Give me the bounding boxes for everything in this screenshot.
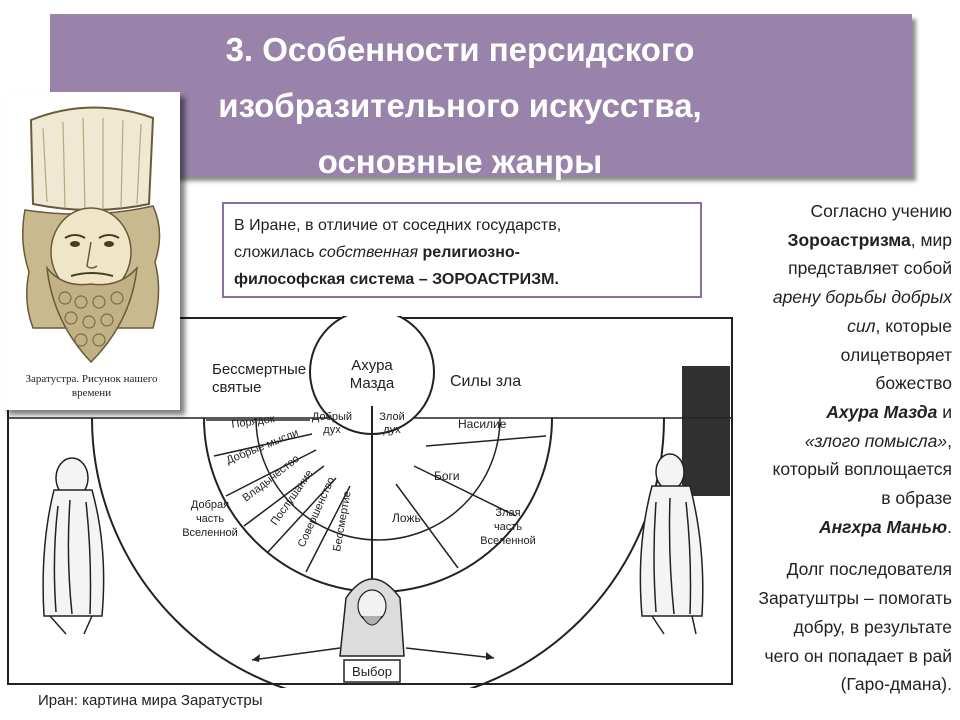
evil-spirit-label-1: Злой [379, 411, 404, 423]
desc-line-2: Зороастризма, мир [700, 226, 953, 255]
right-robed-figure [639, 453, 704, 635]
evil-spirit-label-2: дух [383, 424, 401, 436]
portrait-caption-line-2: времени [71, 387, 112, 399]
desc-comma: , [947, 430, 952, 451]
desc-line-11: в образе [881, 488, 952, 509]
good-spirit-label-2: дух [323, 424, 341, 436]
desc-line-3: представляет собой [788, 258, 952, 279]
desc-forces: сил [847, 315, 876, 336]
zoroastrianism-description: Согласно учению Зороастризма, мир предст… [700, 197, 952, 699]
intro-text-own: собственная [318, 244, 419, 261]
choice-figure [339, 578, 405, 657]
world-picture-diagram: Ахура Мазда Бессмертные святые Силы зла … [7, 316, 733, 688]
desc-ahura-mazda: Ахура Мазда [826, 401, 938, 422]
desc-period: . [947, 516, 952, 537]
desc-line-15: добру, в результате [793, 616, 952, 637]
portrait-caption-line-1: Заратустра. Рисунок нашего [25, 373, 158, 385]
sector-lie: Ложь [392, 511, 421, 525]
portrait-caption: Заратустра. Рисунок нашего времени [9, 372, 174, 400]
choice-arrowhead-left [252, 654, 260, 662]
sector-immortality: Бессмертие [331, 490, 353, 552]
evil-part-label-2: часть [494, 521, 522, 533]
desc-line-14: Заратуштры – помогать [758, 588, 952, 609]
choice-arrowhead-right [486, 652, 494, 660]
good-spirit-label-1: Добрый [312, 411, 352, 423]
choice-arrow-right [405, 647, 495, 659]
desc-evil-thought: «злого помысла» [804, 430, 948, 451]
title-line-2: изобразительного искусства, [218, 87, 702, 124]
desc-line-12: Ангхра Манью. [700, 513, 952, 542]
sector-gods: Боги [434, 469, 460, 483]
desc-and: и [937, 401, 952, 422]
desc-line-5: сил, которые [700, 312, 952, 341]
center-label-2: Мазда [350, 375, 395, 392]
intro-text-plain: сложилась [234, 244, 319, 261]
desc-line-6: олицетворяет [840, 344, 952, 365]
evil-part-label-3: Вселенной [480, 535, 536, 547]
title-line-3: основные жанры [317, 143, 603, 180]
sector-violence: Насилие [458, 417, 507, 431]
title-line-1: 3. Особенности персидского [225, 31, 695, 68]
desc-line-13: Долг последователя [786, 559, 952, 580]
desc-line-1: Согласно учению [810, 201, 953, 221]
immortal-label-2: святые [212, 379, 261, 396]
intro-box: В Иране, в отличие от соседних государст… [222, 202, 702, 298]
desc-zoroastrianism: Зороастризма [787, 229, 911, 250]
good-part-label-3: Вселенной [182, 527, 238, 539]
intro-line-3: философская система – ЗОРОАСТРИЗМ. [234, 271, 559, 288]
diagram-caption: Иран: картина мира Заратустры [38, 692, 263, 709]
desc-world: , мир [910, 229, 952, 250]
zarathustra-portrait: Заратустра. Рисунок нашего времени [3, 92, 180, 410]
slide-title: 3. Особенности персидского изобразительн… [60, 22, 860, 190]
evil-forces-label: Силы зла [450, 373, 521, 390]
desc-line-9: «злого помысла», [700, 427, 952, 456]
intro-line-1: В Иране, в отличие от соседних государст… [234, 217, 562, 234]
evil-part-label-1: Злая [495, 507, 520, 519]
choice-arrow-left [251, 647, 341, 661]
intro-text-religious: религиозно- [422, 244, 520, 261]
desc-which: , которые [875, 315, 952, 336]
desc-line-16: чего он попадает в рай [764, 645, 953, 666]
evil-sector-lines [395, 435, 547, 569]
desc-line-17: (Гаро-дмана). [840, 674, 952, 695]
good-part-label-1: Добрая [191, 499, 229, 511]
good-sector-lines [206, 419, 351, 573]
scan-shadow [682, 366, 730, 496]
center-label-1: Ахура [351, 357, 393, 374]
choice-label: Выбор [352, 664, 392, 679]
desc-angra-mainyu: Ангхра Манью [818, 516, 948, 537]
desc-line-10: который воплощается [772, 459, 952, 480]
sector-order: Порядок [231, 413, 276, 431]
outer-arc [91, 417, 665, 688]
choice-box [343, 659, 401, 683]
desc-line-8: Ахура Мазда и [700, 398, 952, 427]
intro-line-2: сложилась собственная религиозно- [234, 239, 690, 266]
diagram-frame [7, 317, 733, 685]
desc-spacer [700, 541, 952, 555]
left-robed-figure [42, 457, 105, 635]
immortal-label-1: Бессмертные [212, 361, 306, 378]
good-part-label-2: часть [196, 513, 224, 525]
desc-line-4: арену борьбы добрых [772, 287, 952, 308]
title-banner [50, 14, 912, 176]
desc-line-7: божество [875, 373, 952, 394]
portrait-drawing [22, 106, 161, 364]
